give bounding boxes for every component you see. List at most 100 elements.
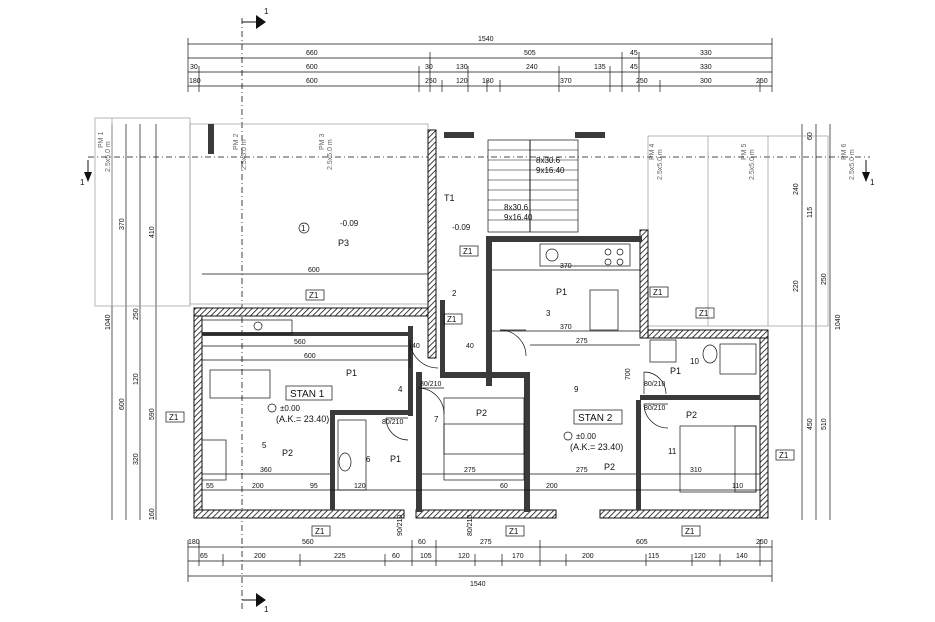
room-level-2: -0.09 <box>452 223 471 232</box>
room-num-4: 4 <box>398 385 403 394</box>
dim-left-7: 320 <box>133 453 140 465</box>
fixtures <box>201 243 757 493</box>
dim-top-r4-3: 250 <box>425 78 437 85</box>
apartment-2-label: STAN 2 ±0.00 (A.K.= 23.40) <box>563 409 623 452</box>
dim-top-r2-2: 505 <box>524 50 536 57</box>
room-num-7: 7 <box>434 415 439 424</box>
parking-label-3: PM 3 <box>319 134 326 150</box>
room-floor-5: P2 <box>282 448 293 458</box>
wall-tag-9: Z1 <box>779 451 789 460</box>
doors <box>385 329 669 441</box>
dim-left-5: 250 <box>133 308 140 320</box>
inner-dim-14: 55 <box>206 483 214 490</box>
dim-bot-overall: 1540 <box>470 581 486 588</box>
inner-dim-16: 95 <box>310 483 318 490</box>
dim-top-overall: 1540 <box>478 36 494 43</box>
dim-top-r4-1: 180 <box>189 78 201 85</box>
inner-dim-6: 275 <box>576 338 588 345</box>
door-tag-2: 80/210 <box>644 381 666 388</box>
dim-top-r4-7: 250 <box>636 78 648 85</box>
dim-top-r3-5: 240 <box>526 64 538 71</box>
inner-dim-3: 600 <box>304 353 316 360</box>
dim-top-r3-8: 330 <box>700 64 712 71</box>
dim-right-7: 115 <box>807 207 814 218</box>
dim-left-8: 590 <box>149 408 156 420</box>
dim-bot-r2-7: 170 <box>512 553 524 560</box>
dim-top-r4-9: 250 <box>756 78 768 85</box>
top-dimensions: 1540 660 505 45 330 30 600 30 130 240 13… <box>187 36 773 92</box>
inner-dim-13: 40 <box>466 343 474 350</box>
inner-dim-8: 275 <box>464 467 476 474</box>
parking-size-2: 2.5x5.0 m <box>241 139 248 170</box>
stairs-upper: 8x30.6 <box>536 156 561 165</box>
parking-size-4: 2.5x5.0 m <box>657 149 664 180</box>
dim-bot-r1-4: 275 <box>480 539 492 546</box>
dim-left-2: 600 <box>119 398 126 410</box>
door-tags: 80/210 80/210 80/210 80/210 90/210 80/21… <box>382 381 666 536</box>
inner-dim-9: 275 <box>576 467 588 474</box>
dim-top-r2-3: 45 <box>630 50 638 57</box>
dim-top-r3-2: 600 <box>306 64 318 71</box>
room-level-1: -0.09 <box>340 219 359 228</box>
inner-dim-11: 700 <box>625 368 632 380</box>
parking-label-5: PM 5 <box>741 144 748 160</box>
stan2-level: ±0.00 <box>576 432 597 441</box>
wall-tag-6: Z1 <box>315 527 325 536</box>
section-label-top: 1 <box>264 7 269 16</box>
dim-top-r4-4: 120 <box>456 78 468 85</box>
wall-tag-5: Z1 <box>169 413 179 422</box>
room-floor-7: P2 <box>476 408 487 418</box>
dim-top-r2-4: 330 <box>700 50 712 57</box>
room-floor-9: P2 <box>604 462 615 472</box>
inner-dim-19: 60 <box>500 483 508 490</box>
room-floor-4: P1 <box>346 368 357 378</box>
dim-bot-r2-8: 200 <box>582 553 594 560</box>
room-num-5: 5 <box>262 441 267 450</box>
parking-size-6: 2.5x5.0 m <box>849 149 856 180</box>
dim-top-r3-3: 30 <box>425 64 433 71</box>
stairs-lower2: 9x16.40 <box>504 213 533 222</box>
door-tag-5: 90/210 <box>397 514 404 536</box>
dim-left-6: 120 <box>133 373 140 385</box>
parking-size-3: 2.5x5.0 m <box>327 139 334 170</box>
wall-tag-10: Z1 <box>447 315 457 324</box>
dim-bot-r2-2: 200 <box>254 553 266 560</box>
room-num-3: 3 <box>546 309 551 318</box>
inner-dim-18: 200 <box>546 483 558 490</box>
dim-bot-r1-3: 60 <box>418 539 426 546</box>
wall-tag-3: Z1 <box>653 288 663 297</box>
room-floor-2: T1 <box>444 193 455 203</box>
inner-dim-12: 40 <box>412 343 420 350</box>
stan1-ak: (A.K.= 23.40) <box>276 414 329 424</box>
exterior-walls <box>193 124 769 519</box>
left-dimensions: 1040 600 370 410 250 120 320 590 160 <box>105 124 157 520</box>
dim-bot-r2-11: 140 <box>736 553 748 560</box>
dim-left-1: 1040 <box>105 314 112 330</box>
dim-right-2: 510 <box>821 418 828 430</box>
room-floor-3: P1 <box>556 287 567 297</box>
inner-dim-15: 200 <box>252 483 264 490</box>
stan2-ak: (A.K.= 23.40) <box>570 442 623 452</box>
parking-area: PM 1 2.5x5.0 m PM 2 2.5x5.0 m PM 3 2.5x5… <box>94 117 856 327</box>
staircase: 8x30.6 9x16.40 8x30.6 9x16.40 <box>487 139 579 233</box>
dim-top-r4-8: 300 <box>700 78 712 85</box>
wall-tag-1: Z1 <box>309 291 319 300</box>
inner-dim-2: 560 <box>294 339 306 346</box>
interior-walls <box>202 236 760 512</box>
room-num-6: 6 <box>366 455 371 464</box>
dim-bot-r2-5: 105 <box>420 553 432 560</box>
wall-tag-7: Z1 <box>509 527 519 536</box>
room-num-2: 2 <box>452 289 457 298</box>
dim-right-6: 240 <box>793 183 800 195</box>
stairs-upper2: 9x16.40 <box>536 166 565 175</box>
dim-top-r3-7: 45 <box>630 64 638 71</box>
room-num-11: 11 <box>668 447 677 456</box>
section-label-right: 1 <box>870 178 875 187</box>
dim-top-r3-4: 130 <box>456 64 468 71</box>
inner-dim-5: 370 <box>560 324 572 331</box>
wall-tag-8: Z1 <box>685 527 695 536</box>
dim-top-r3-1: 30 <box>190 64 198 71</box>
stan1-name: STAN 1 <box>290 389 325 400</box>
dim-bot-r2-3: 225 <box>334 553 346 560</box>
section-label-bottom: 1 <box>264 605 269 614</box>
